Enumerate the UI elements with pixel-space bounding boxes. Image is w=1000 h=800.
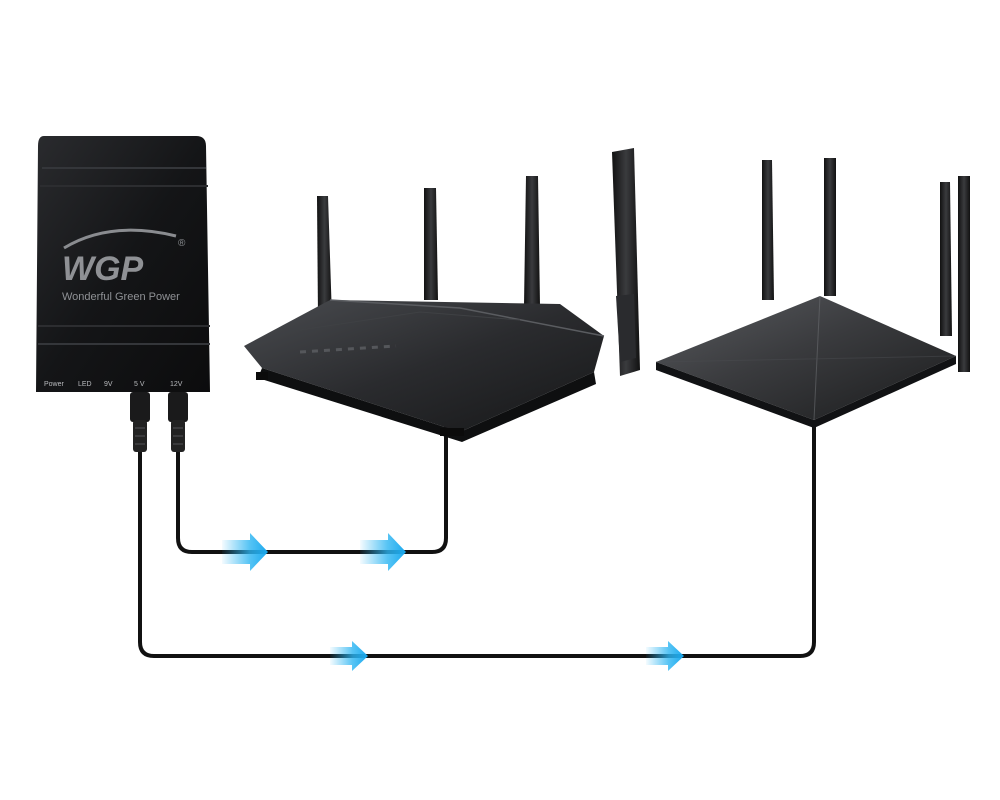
router-left [244,148,640,442]
arrow-right-icon [330,641,368,671]
dc-plug-right [168,392,188,452]
router-right [655,158,970,428]
port-label-power: Power [44,381,65,388]
ups-tagline: Wonderful Green Power [62,291,180,303]
wgp-logo: WGP ® Wonderful Green Power [62,228,186,303]
port-label-5v: 5 V [134,381,145,388]
arrow-right-icon [360,533,406,571]
port-label-12v: 12V [170,381,183,388]
arrow-right-icon [222,533,268,571]
svg-text:WGP: WGP [62,250,144,288]
cable-12v-to-router-right [138,420,816,658]
port-label-9v: 9V [104,381,113,388]
port-label-led: LED [78,381,92,388]
mini-ups-device: WGP ® Wonderful Green Power Power LED 9V… [36,136,210,392]
dc-plug-left [130,392,150,452]
arrow-right-icon [646,641,684,671]
cable-5v-to-router-left [176,426,448,554]
svg-text:®: ® [178,238,186,249]
